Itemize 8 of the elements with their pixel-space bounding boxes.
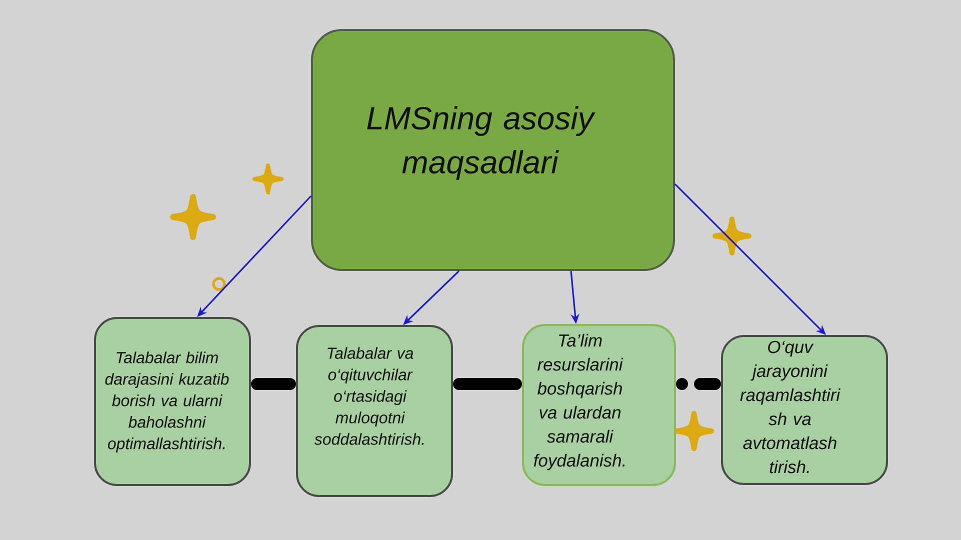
rounded-box: Talabalar bilim darajasini kuzatib borish va ularni baholashni optimallashtirish. [94,317,251,486]
heading-box: LMSning asosiy maqsadlari [311,29,675,271]
rounded-box: Ta’lim resurslarini boshqarish va ulardan samarali foydalanish. [522,324,676,486]
rounded-box: O‘quv jarayonini raqamlashtiri sh va avtomatlash tirish. [721,335,888,485]
connector-line [251,378,296,390]
connector-line [453,378,522,390]
rounded-box: Talabalar va o‘qituvchilar o‘rtasidagi muloqotni soddalashtirish. [296,325,453,497]
connector-line [676,378,721,390]
